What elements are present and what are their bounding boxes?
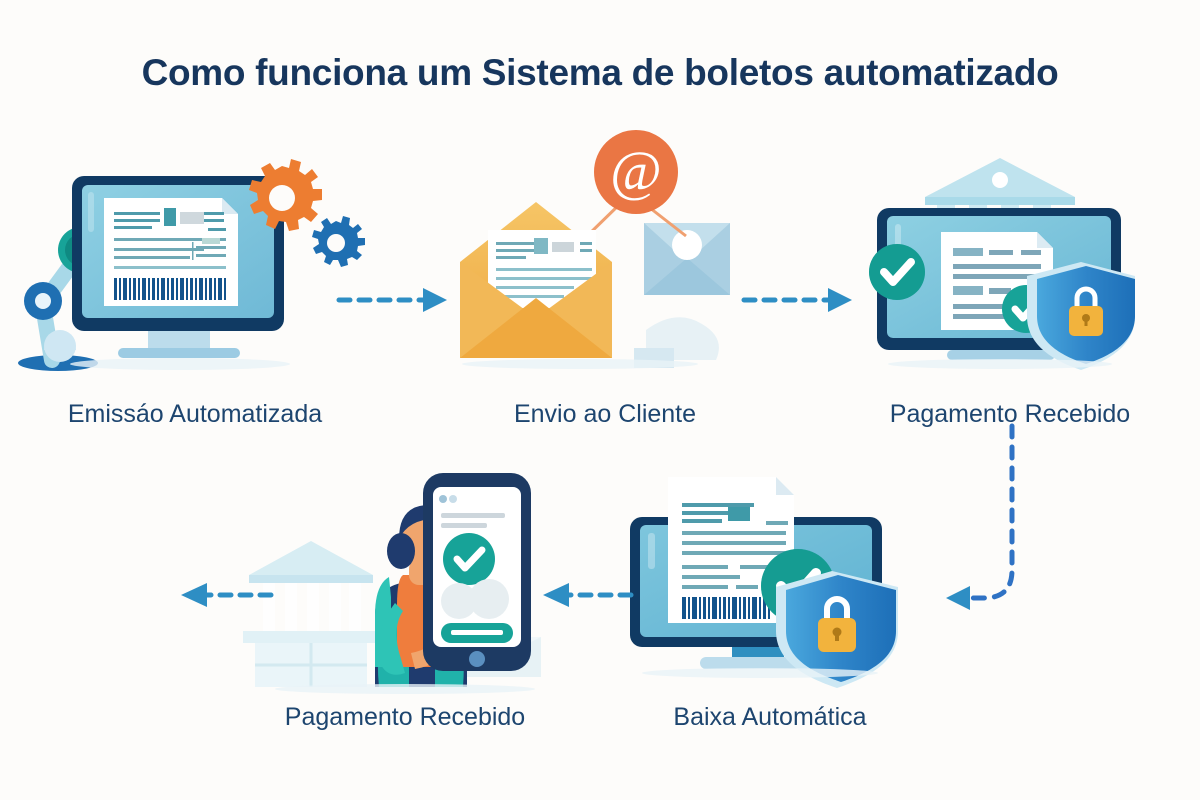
connector-arrow-step2-step3 [741, 288, 852, 312]
shield-lock-icon [776, 571, 898, 688]
step-label-emissao: Emissáo Automatizada [67, 400, 323, 428]
small-envelope [644, 223, 730, 295]
shield-lock-icon [1027, 262, 1135, 370]
connector-arrow-step1-step2 [336, 288, 447, 312]
smartphone [423, 473, 531, 671]
check-badge-large [869, 244, 925, 300]
check-badge [443, 533, 495, 585]
step-pagamento-recebido-bottom: Pagamento Recebido [235, 455, 575, 745]
step-label-pagamento-bottom: Pagamento Recebido [284, 703, 526, 731]
at-symbol-icon: @ [594, 130, 678, 214]
connector-arrow-step5-exit [181, 583, 274, 607]
connector-arrow-step3-step4 [946, 423, 1015, 610]
scene-person-phone-bank [243, 473, 541, 694]
step-emissao-automatizada: Emissáo Automatizada [18, 150, 365, 440]
step-pagamento-recebido-top: Pagamento Recebido [845, 150, 1175, 440]
connector-arrow-step4-step5 [543, 583, 634, 607]
scene-monitor-boleto-check-shield [630, 477, 898, 688]
page-title: Como funciona um Sistema de boletos auto… [141, 52, 1059, 93]
blue-gear-icon [312, 216, 365, 267]
barcode [682, 597, 770, 619]
orange-gear-icon [249, 159, 322, 231]
boleto-document [104, 198, 238, 306]
scene-monitor-boleto-gears [18, 159, 365, 371]
step-label-envio: Envio ao Cliente [513, 400, 697, 428]
barcode [114, 278, 226, 300]
at-symbol-glyph: @ [610, 141, 662, 203]
scene-bank-monitor-shield [869, 158, 1135, 370]
step-label-pagamento-top: Pagamento Recebido [889, 400, 1131, 428]
scene-envelope-email: @ [460, 130, 730, 369]
open-envelope [460, 202, 612, 358]
bank-building [243, 541, 379, 687]
step-baixa-automatica: Baixa Automática [600, 455, 940, 745]
step-label-baixa: Baixa Automática [673, 703, 867, 731]
step-envio-ao-cliente: @ Envio ao Cliente [440, 130, 770, 440]
